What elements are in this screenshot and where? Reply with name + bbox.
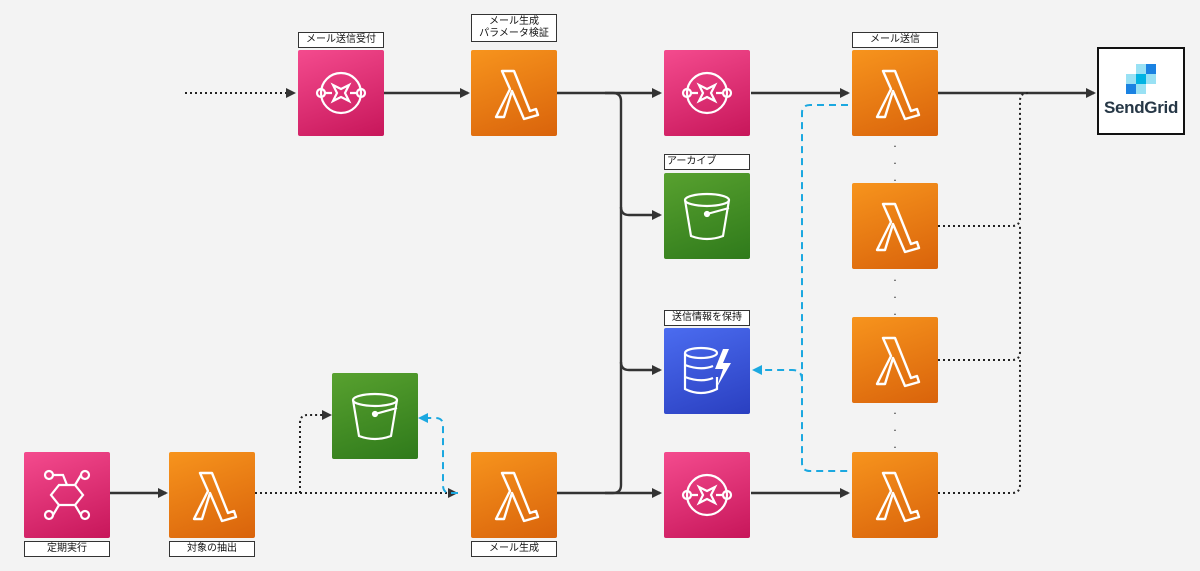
lambda-icon <box>875 471 921 523</box>
edge-paramcheck-branch <box>557 91 623 485</box>
edge-send-to-dynamo-dashed <box>801 104 848 472</box>
lambda-mail-send-3[interactable] <box>852 317 938 403</box>
sqs-queue-icon <box>681 473 733 517</box>
lambda-param-check[interactable] <box>471 50 557 136</box>
lambda-icon <box>192 471 238 523</box>
s3-bucket-icon <box>351 392 399 441</box>
lambda-icon <box>875 69 921 121</box>
sendgrid-icon <box>1126 64 1156 94</box>
lambda-mail-gen[interactable] <box>471 452 557 538</box>
label-archive: アーカイブ <box>664 154 750 170</box>
label-schedule: 定期実行 <box>24 541 110 557</box>
sendgrid-name: SendGrid <box>1103 98 1179 117</box>
s3-bucket-work[interactable] <box>332 373 418 459</box>
lambda-extract[interactable] <box>169 452 255 538</box>
lambda-mail-send-2[interactable] <box>852 183 938 269</box>
label-mail-receive: メール送信受付 <box>298 32 384 48</box>
vertical-ellipsis-3: ··· <box>893 407 897 454</box>
lambda-icon <box>875 336 921 388</box>
sqs-queue-icon <box>681 71 733 115</box>
sqs-mail-gen-queue[interactable] <box>664 452 750 538</box>
s3-archive[interactable] <box>664 173 750 259</box>
edge-extract-to-bucket <box>299 410 332 493</box>
lambda-mail-send-4[interactable] <box>852 452 938 538</box>
sqs-mail-send[interactable] <box>664 50 750 136</box>
sqs-queue-icon <box>315 71 367 115</box>
lambda-icon <box>875 202 921 254</box>
label-extract: 対象の抽出 <box>169 541 255 557</box>
dynamodb-icon <box>683 346 731 395</box>
label-mail-gen: メール生成 <box>471 541 557 557</box>
edge-mailgen-to-bucket-dashed <box>418 413 458 494</box>
sqs-mail-receive[interactable] <box>298 50 384 136</box>
edge-lambda2-to-sendgrid <box>938 92 1029 227</box>
dynamodb-store-info[interactable] <box>664 328 750 414</box>
lambda-mail-send-1[interactable] <box>852 50 938 136</box>
label-param-check-line1: メール生成 <box>489 16 539 27</box>
lambda-icon <box>494 69 540 121</box>
edge-branch-to-archive <box>619 206 662 220</box>
s3-bucket-icon <box>683 192 731 241</box>
vertical-ellipsis-2: ··· <box>893 274 897 321</box>
label-mail-send: メール送信 <box>852 32 938 48</box>
eventbridge-icon <box>43 469 91 521</box>
edge-lambda4-to-sendgrid <box>938 360 1021 494</box>
edge-lambda4-dynamo-dashed <box>752 365 803 381</box>
label-param-check: メール生成 パラメータ検証 <box>471 14 557 42</box>
edge-branch-to-dynamo <box>619 361 662 375</box>
edge-lambda3-to-sendgrid <box>938 226 1021 361</box>
eventbridge-schedule[interactable] <box>24 452 110 538</box>
lambda-icon <box>494 471 540 523</box>
label-store-info: 送信情報を保持 <box>664 310 750 326</box>
sendgrid-logo: SendGrid <box>1097 47 1185 135</box>
label-param-check-line2: パラメータ検証 <box>479 28 549 39</box>
vertical-ellipsis-1: ··· <box>893 140 897 187</box>
